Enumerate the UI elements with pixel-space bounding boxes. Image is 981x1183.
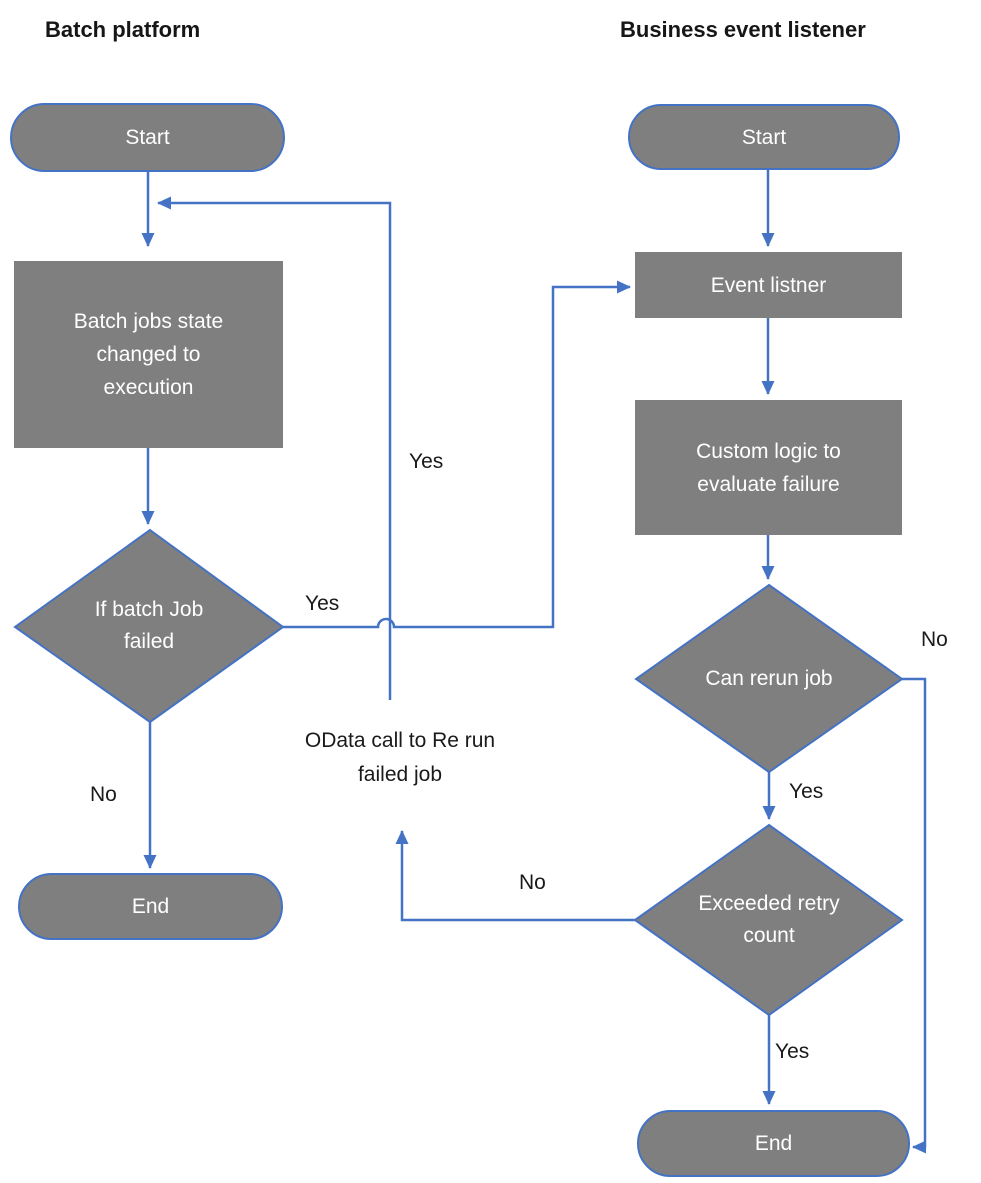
edge-label-yes-exceeded: Yes <box>775 1040 810 1063</box>
node-start-left: Start <box>10 103 285 172</box>
node-batch-jobs-state: Batch jobs state changed to execution <box>14 261 283 448</box>
node-exceeded-retry-label: Exceeded retry count <box>698 892 840 947</box>
edge-label-yes-can-rerun: Yes <box>789 780 824 803</box>
node-exceeded-retry-shape <box>633 823 904 1017</box>
odata-call-annotation: OData call to Re run failed job <box>304 729 496 786</box>
node-label: End <box>754 1132 793 1155</box>
node-label: Batch jobs state changed to execution <box>73 310 224 399</box>
node-label: Start <box>125 126 170 149</box>
column-title-batch-platform: Batch platform <box>45 17 201 42</box>
edge-exceeded-no-to-odata <box>395 830 635 922</box>
node-event-listener: Event listner <box>635 252 902 318</box>
node-if-batch-failed-shape <box>13 528 285 724</box>
edge-label-no-batch-failed: No <box>90 783 117 806</box>
node-end-left: End <box>18 873 283 940</box>
node-label: Custom logic to evaluate failure <box>696 439 841 496</box>
node-can-rerun-label: Can rerun job <box>705 667 833 690</box>
node-start-right: Start <box>628 104 900 170</box>
edge-return-to-batch-jobs <box>157 196 392 700</box>
node-end-right: End <box>637 1110 910 1177</box>
node-label: Start <box>741 125 787 149</box>
edge-can-rerun-no-to-end-right <box>902 677 927 1154</box>
node-custom-logic: Custom logic to evaluate failure <box>635 400 902 535</box>
edge-label-no-can-rerun: No <box>921 628 948 651</box>
edge-label-yes-batch-failed: Yes <box>305 592 340 615</box>
node-if-batch-failed-label: If batch Job failed <box>94 598 204 653</box>
edge-label-yes-return: Yes <box>409 450 444 473</box>
edge-if-failed-yes-to-event-listener <box>283 280 631 629</box>
node-label: End <box>131 895 170 918</box>
edge-label-no-exceeded: No <box>519 871 546 894</box>
node-can-rerun-shape <box>634 583 904 774</box>
column-title-business-event-listener: Business event listener <box>620 17 866 42</box>
node-label: Event listner <box>710 273 827 297</box>
